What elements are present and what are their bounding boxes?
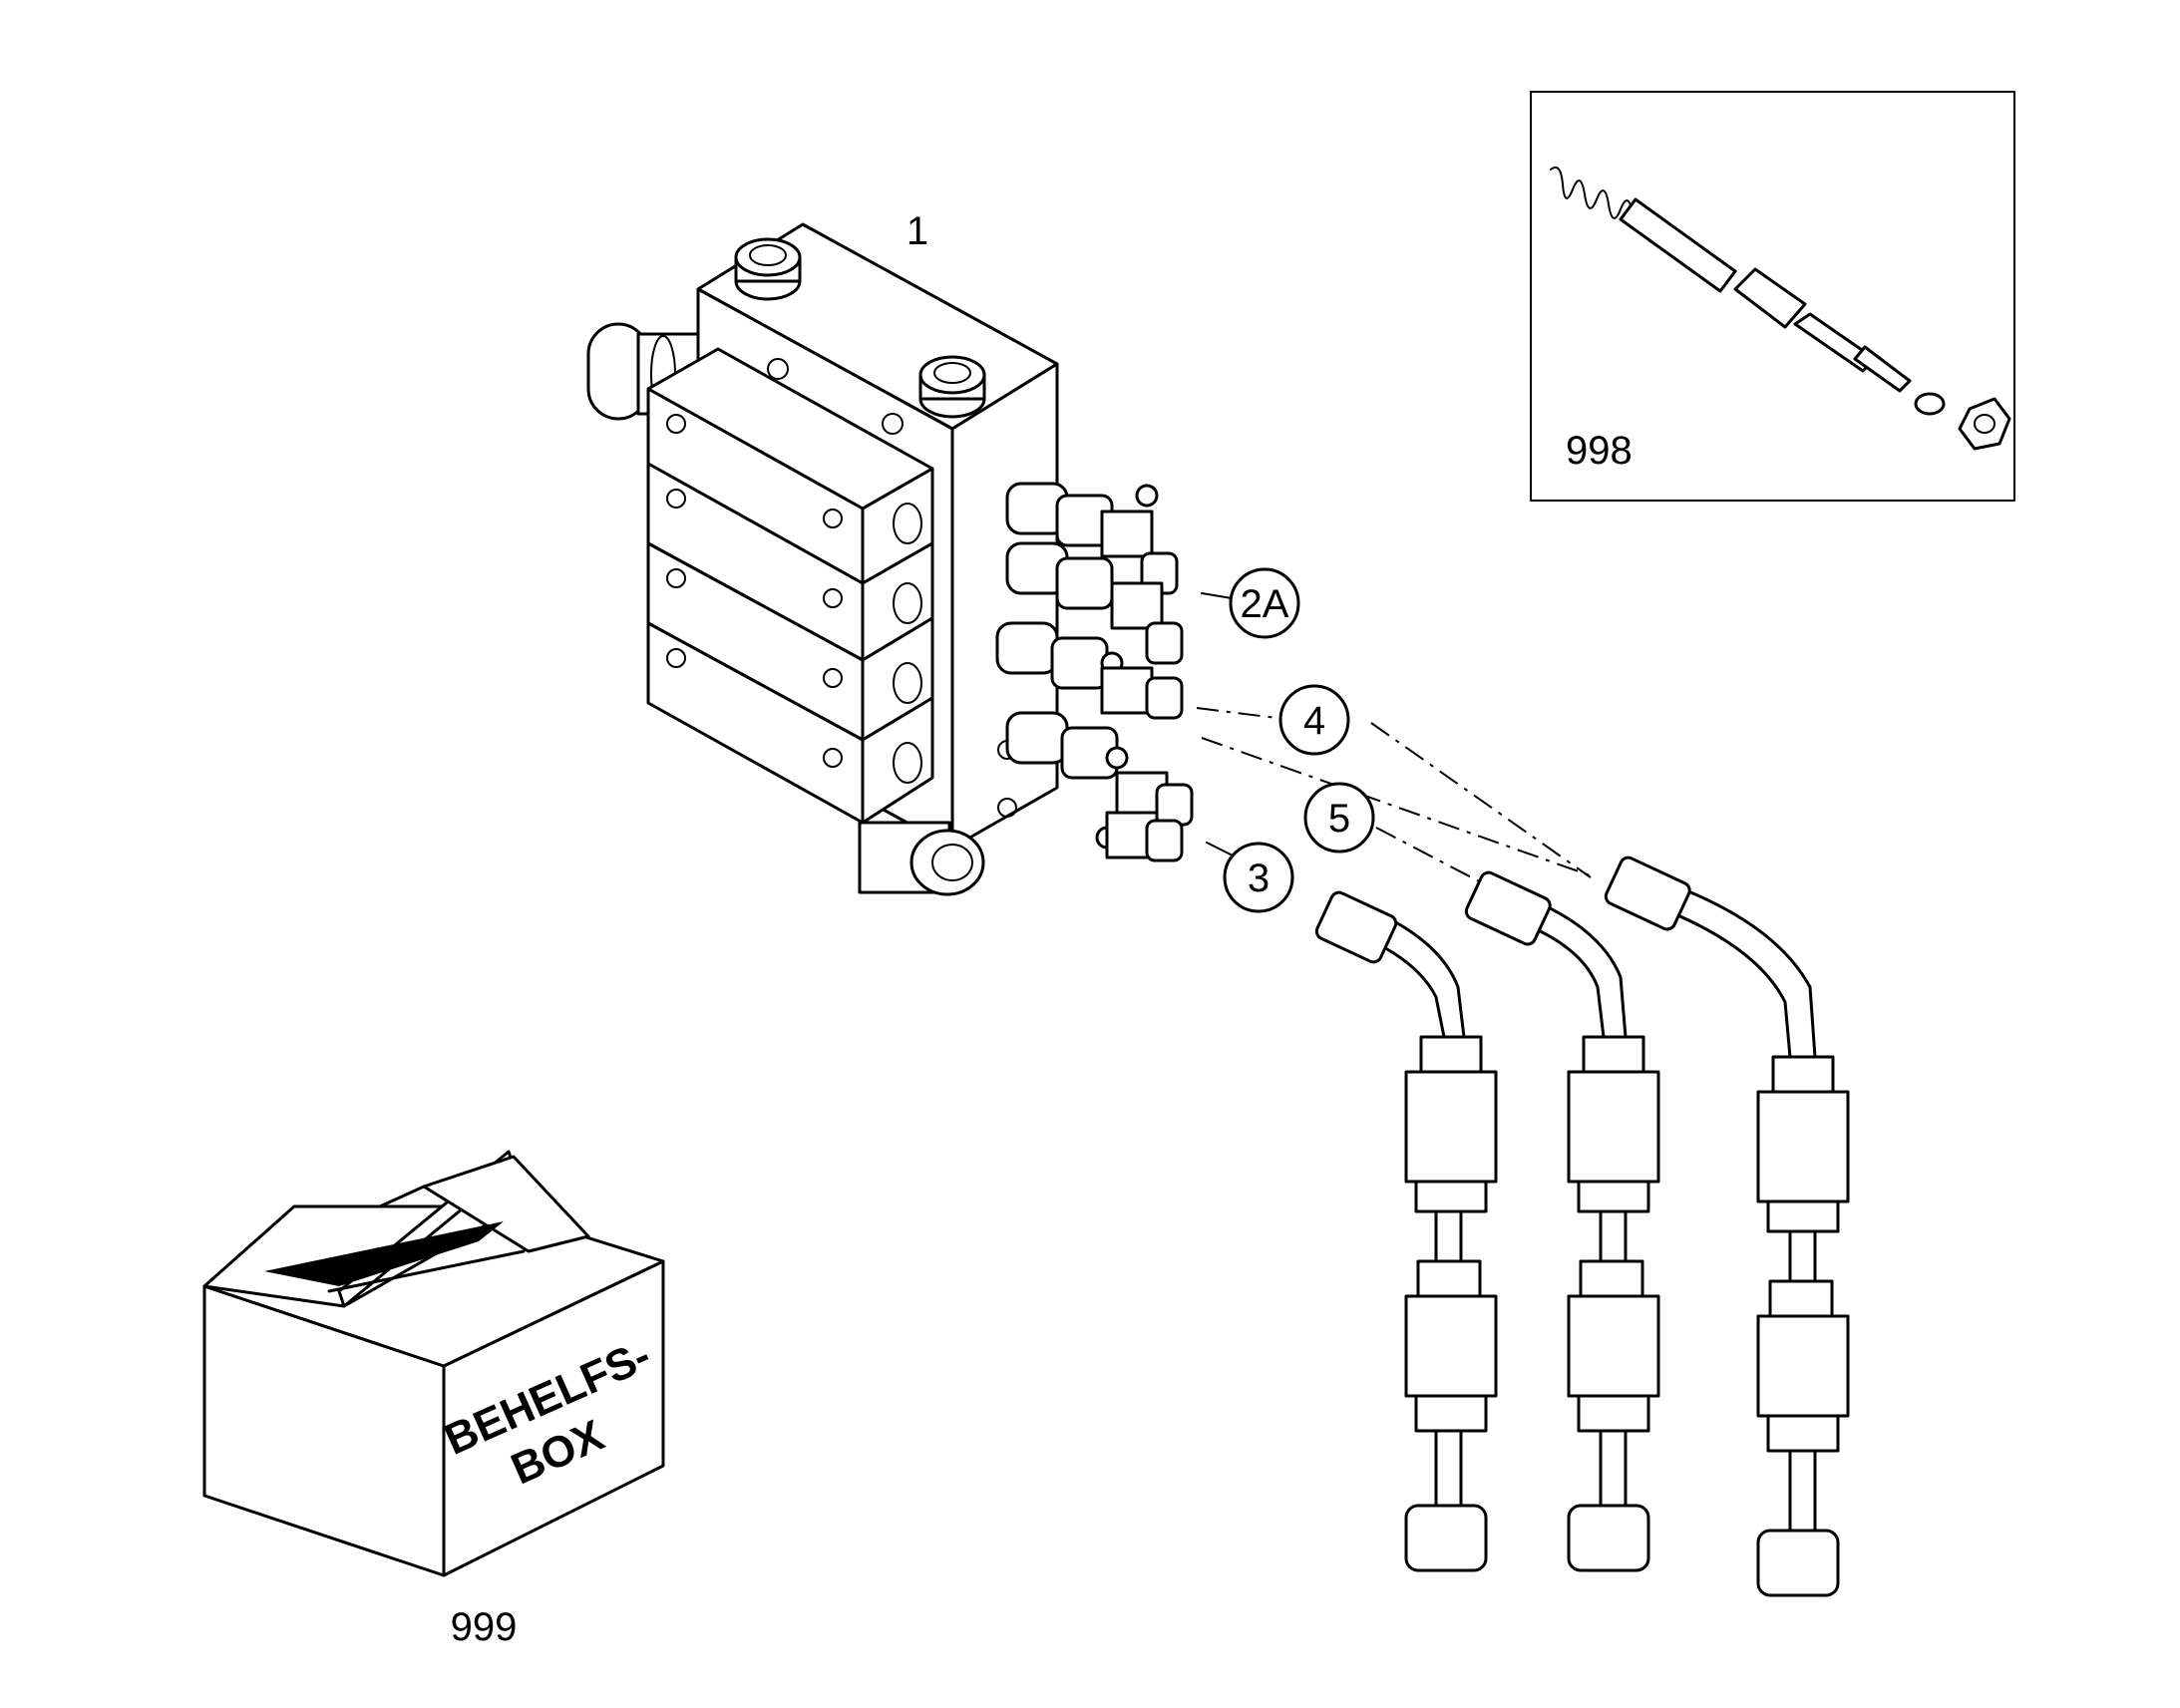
fitting-body (1733, 267, 1807, 329)
callout-4: 4 (1278, 684, 1350, 756)
section-3 (646, 541, 934, 742)
label-999: 999 (451, 1605, 518, 1649)
nut (1958, 397, 2011, 451)
outlet-fittings (995, 482, 1194, 862)
bottom-fitting (858, 821, 985, 896)
svg-text:4: 4 (1303, 699, 1325, 743)
hose-3 (1314, 890, 1498, 1572)
behelfs-box: BEHELFS- BOX (202, 1150, 665, 1577)
svg-text:3: 3 (1248, 856, 1270, 900)
callout-2a: 2A (1229, 567, 1300, 639)
label-998: 998 (1566, 429, 1633, 473)
distributor-block (586, 222, 1194, 896)
svg-text:5: 5 (1328, 797, 1350, 841)
inset-998: 998 (1530, 91, 2015, 502)
top-plug-left (734, 237, 802, 301)
hose-5 (1464, 870, 1660, 1572)
top-plug-right (918, 355, 986, 419)
callout-3: 3 (1223, 842, 1294, 913)
hose-4 (1604, 855, 1850, 1597)
label-main-block: 1 (907, 209, 928, 253)
callout-5: 5 (1303, 782, 1375, 854)
svg-text:2A: 2A (1241, 582, 1289, 626)
olive (1914, 392, 1946, 416)
pin (1619, 197, 1737, 293)
nipple (1793, 312, 1912, 393)
spring (1550, 166, 1645, 229)
